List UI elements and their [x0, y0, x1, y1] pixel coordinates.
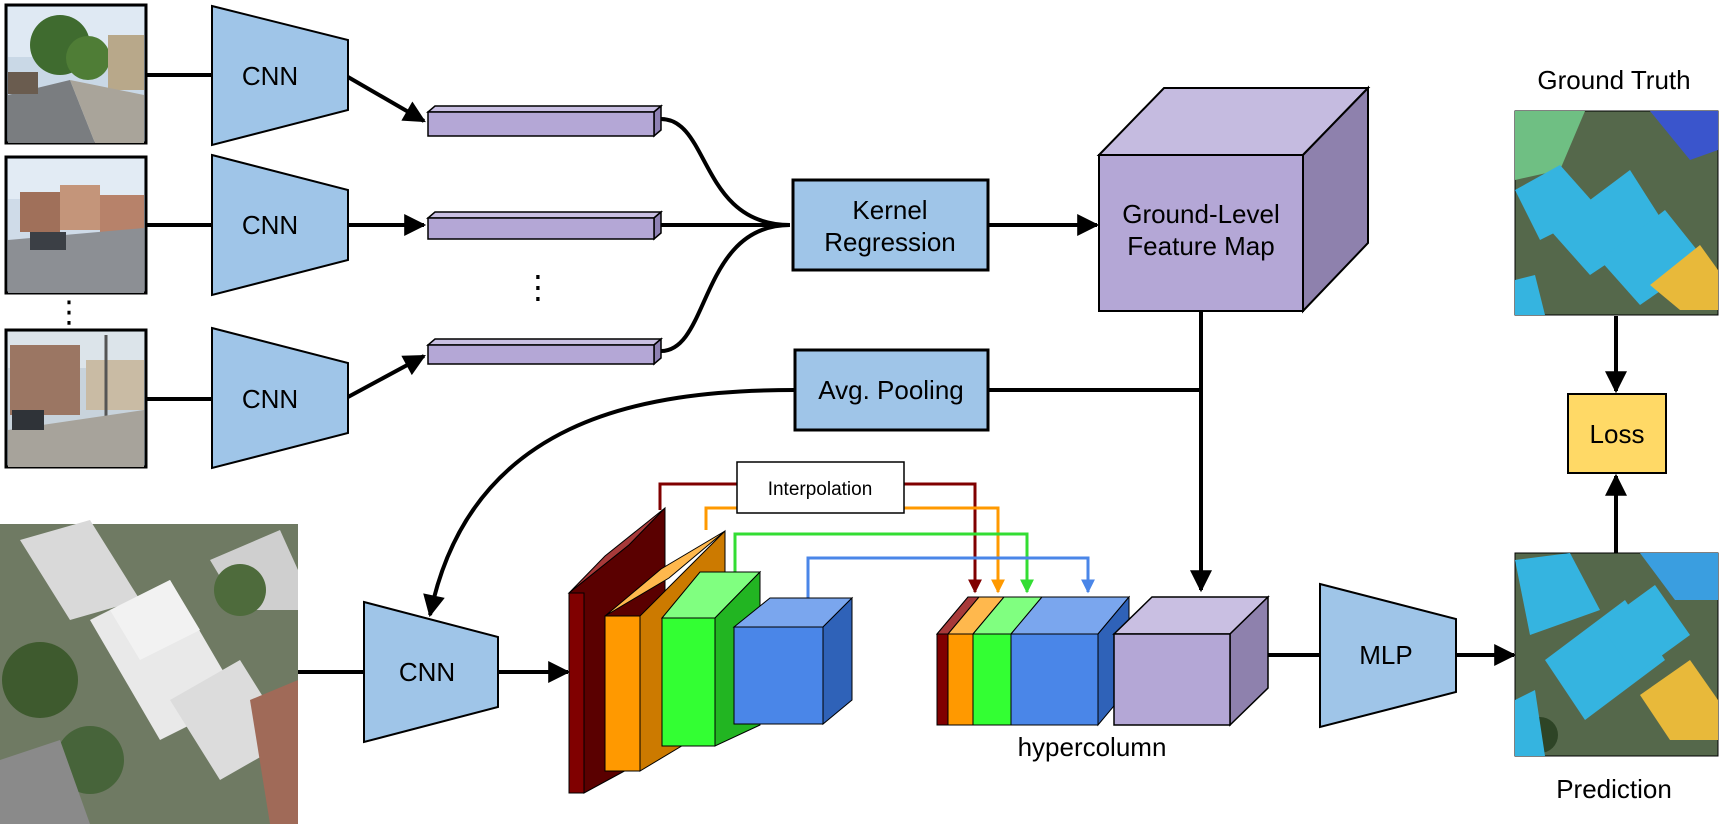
interpolation-box: Interpolation [736, 461, 905, 514]
aerial-image [0, 520, 298, 824]
feature-vector-3 [425, 337, 664, 366]
vector1-to-kernel-curve [660, 117, 791, 227]
loss-label: Loss [1590, 419, 1645, 449]
cnn-aerial: CNN [363, 600, 499, 744]
ground-truth-label: Ground Truth [1537, 65, 1690, 95]
cnn-aerial-label: CNN [399, 657, 455, 687]
loss-box: Loss [1567, 393, 1667, 474]
photos-ellipsis: ⋮ [54, 296, 84, 329]
kernel-regression-box: Kernel Regression [791, 178, 990, 272]
hypercolumn-ground-block [1112, 595, 1270, 727]
ground-truth-image [1514, 110, 1719, 316]
cnn-2: CNN [211, 153, 349, 297]
prediction-image [1514, 552, 1719, 757]
street-photo-1 [4, 3, 148, 145]
layer-blue [732, 596, 854, 726]
vectors-ellipsis: ⋮ [522, 269, 554, 305]
avg-pooling-box: Avg. Pooling [793, 348, 990, 432]
cnn-3: CNN [211, 326, 349, 470]
cnn-1-label: CNN [242, 61, 298, 91]
ground-level-feature-map: Ground-Level Feature Map [1096, 85, 1371, 314]
feature-vector-1 [425, 104, 664, 138]
mlp: MLP [1319, 582, 1457, 729]
cnn3-to-vector3-arrow [347, 354, 426, 399]
cnn-3-label: CNN [242, 384, 298, 414]
feature-vector-2 [425, 210, 664, 241]
ground-level-label-1: Ground-Level [1122, 199, 1280, 229]
interpolation-label: Interpolation [768, 479, 873, 500]
avg-pooling-to-cnn-curve [423, 388, 796, 618]
cnn1-to-vector1-arrow [346, 75, 426, 123]
hypercolumn-label: hypercolumn [1018, 732, 1167, 762]
interp-line-green [733, 532, 1034, 594]
street-photo-2 [4, 155, 148, 295]
kernel-regression-label-1: Kernel [852, 195, 927, 225]
cnn-1: CNN [211, 4, 349, 147]
interp-line-blue [806, 556, 1095, 600]
kernel-regression-label-2: Regression [824, 227, 956, 257]
vector3-to-kernel-curve [660, 223, 791, 353]
hypercolumn [935, 595, 1131, 727]
ground-level-label-2: Feature Map [1127, 231, 1274, 261]
street-photo-3 [4, 328, 148, 469]
mlp-label: MLP [1359, 640, 1412, 670]
avg-pooling-label: Avg. Pooling [818, 375, 964, 405]
cnn-2-label: CNN [242, 210, 298, 240]
prediction-label: Prediction [1556, 774, 1672, 804]
